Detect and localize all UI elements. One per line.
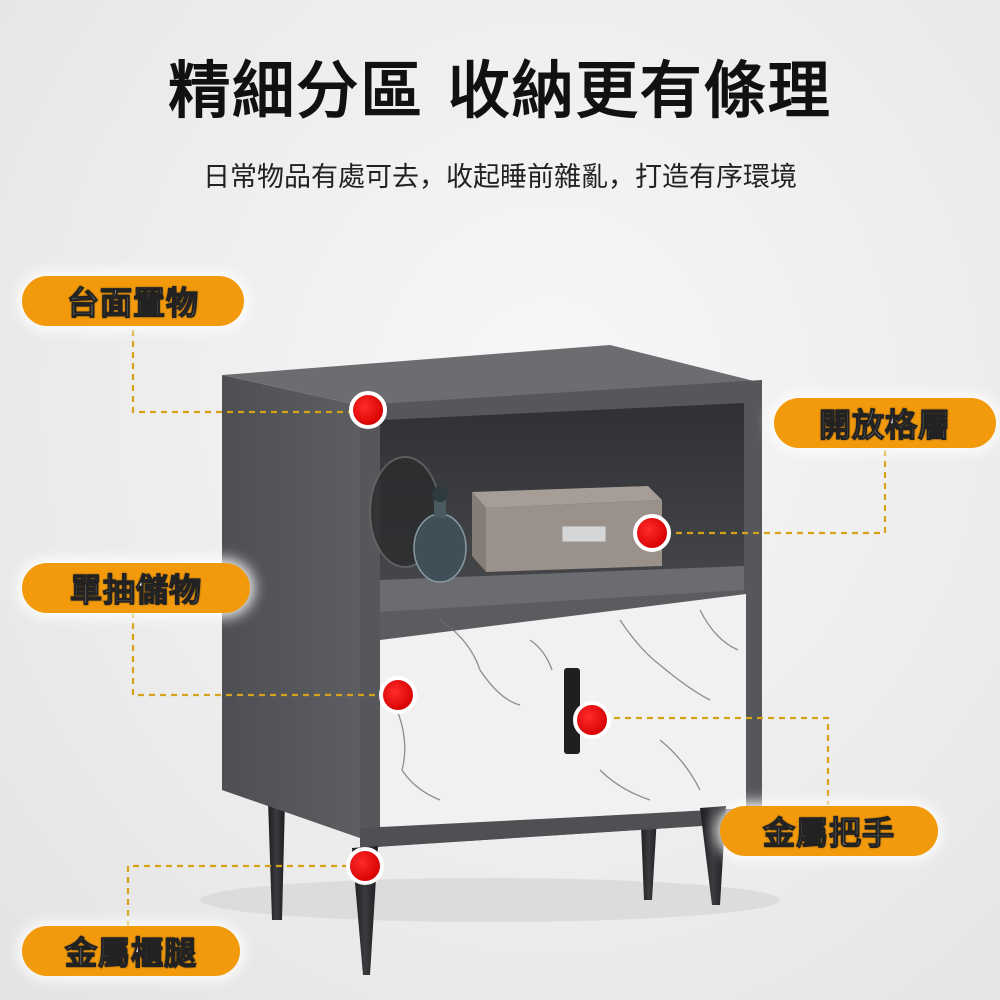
callout-metal-handle: 金屬把手 — [720, 806, 938, 856]
marker-dots — [346, 391, 671, 885]
marker-open-shelf — [633, 514, 671, 552]
marble-veins — [394, 609, 739, 801]
page-subtitle: 日常物品有處可去，收起睡前雜亂，打造有序環境 — [203, 162, 797, 193]
perfume-bottle-cap — [432, 486, 448, 502]
callout-top-surface: 台面置物 — [22, 276, 244, 326]
cabinet-bottom-rail — [360, 808, 762, 848]
page-title: 精細分區 收納更有條理 — [168, 54, 832, 127]
marker-drawer — [379, 676, 417, 714]
marker-handle — [573, 701, 611, 739]
marker-legs — [346, 847, 384, 885]
drawer-handle — [564, 668, 580, 754]
storage-box-side — [472, 492, 486, 572]
leg-back-left — [268, 800, 285, 920]
cabinet-side-panel — [222, 375, 380, 845]
shelf-board — [380, 566, 744, 612]
storage-box-top — [472, 486, 662, 508]
floor-shadow — [200, 878, 780, 922]
callout-metal-legs: 金屬櫃腿 — [22, 926, 240, 976]
storage-box-clasp — [561, 525, 607, 543]
marker-top-surface — [349, 391, 387, 429]
leg-front-right — [700, 806, 726, 905]
perfume-bottle-decor — [413, 513, 467, 583]
callout-open-shelf: 開放格層 — [774, 398, 996, 448]
guide-lines — [126, 330, 887, 928]
callout-single-drawer: 單抽儲物 — [22, 563, 250, 613]
shelf-board-edge — [380, 590, 746, 640]
cabinet-top — [222, 345, 758, 410]
perfume-bottle-neck — [434, 500, 446, 518]
